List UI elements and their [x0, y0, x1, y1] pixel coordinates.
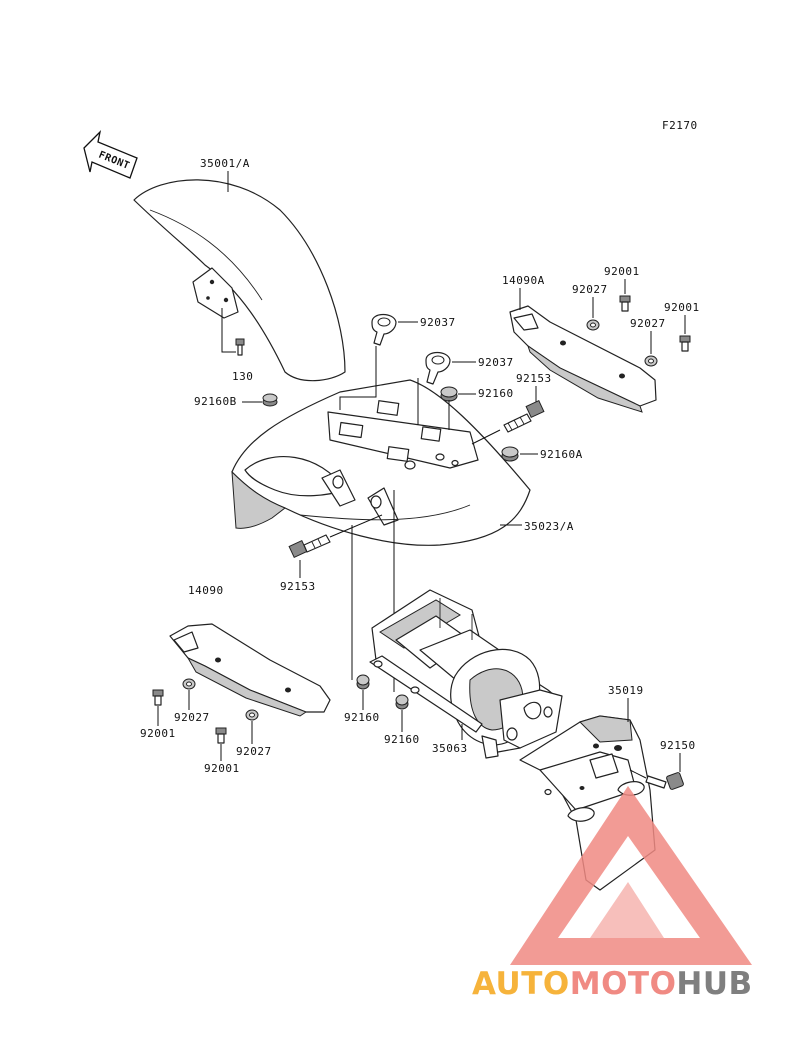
label-92001-r2: 92001	[664, 301, 700, 314]
label-35019: 35019	[608, 684, 644, 697]
collar-92027-r1	[586, 319, 600, 331]
label-14090a: 14090A	[502, 274, 545, 287]
label-92027-r2: 92027	[630, 317, 666, 330]
label-92153-right: 92153	[516, 372, 552, 385]
screw-92001-r1	[619, 295, 631, 312]
label-35023-a: 35023/A	[524, 520, 574, 533]
label-130: 130	[232, 370, 253, 383]
screw-130	[235, 338, 245, 356]
collar-92027-l1	[182, 678, 196, 690]
label-92153-left: 92153	[280, 580, 316, 593]
svg-text:AUTOMOTOHUB: AUTOMOTOHUB	[472, 966, 753, 1002]
label-92037-lower: 92037	[478, 356, 514, 369]
automotohub-watermark: AUTOMOTOHUB	[472, 786, 753, 1002]
diagram-code: F2170	[662, 119, 698, 132]
bolt-92153-right	[503, 399, 545, 433]
screw-92001-l2	[215, 727, 227, 744]
clamp-92037-lower	[425, 351, 451, 385]
label-92160-top: 92160	[478, 387, 514, 400]
label-14090: 14090	[188, 584, 224, 597]
label-92160-b: 92160	[384, 733, 420, 746]
watermark-auto: AUTO	[472, 966, 570, 1002]
front-fender	[133, 179, 346, 382]
screw-92001-l1	[152, 689, 164, 706]
bolt-92153-left	[288, 534, 331, 559]
clamp-92037-upper	[371, 313, 397, 346]
cushion-92160-top	[440, 386, 458, 402]
collar-92027-r2	[644, 355, 658, 367]
watermark-moto: MOTO	[570, 966, 677, 1002]
screw-92001-r2	[679, 335, 691, 352]
cushion-92160-b	[395, 694, 409, 710]
rear-fender	[231, 379, 531, 546]
label-92001-l1: 92001	[140, 727, 176, 740]
label-92160a: 92160A	[540, 448, 583, 461]
label-92027-r1: 92027	[572, 283, 608, 296]
cushion-92160a	[501, 446, 519, 462]
label-92160b: 92160B	[194, 395, 237, 408]
label-92027-l1: 92027	[174, 711, 210, 724]
label-92160-a: 92160	[344, 711, 380, 724]
label-92037-upper: 92037	[420, 316, 456, 329]
watermark-hub: HUB	[676, 966, 752, 1002]
side-cover-right	[509, 305, 657, 413]
collar-92027-l2	[245, 709, 259, 721]
screw-92150	[645, 772, 684, 790]
front-direction-arrow: FRONT	[83, 130, 138, 179]
label-35001-a: 35001/A	[200, 157, 250, 170]
label-92027-l2: 92027	[236, 745, 272, 758]
cushion-92160-a	[356, 674, 370, 690]
cushion-92160b	[262, 393, 278, 407]
inner-fender-bracket-35063	[369, 589, 563, 759]
side-cover-left	[169, 623, 331, 717]
label-35063: 35063	[432, 742, 468, 755]
label-92001-r1: 92001	[604, 265, 640, 278]
label-92001-l2: 92001	[204, 762, 240, 775]
label-92150: 92150	[660, 739, 696, 752]
